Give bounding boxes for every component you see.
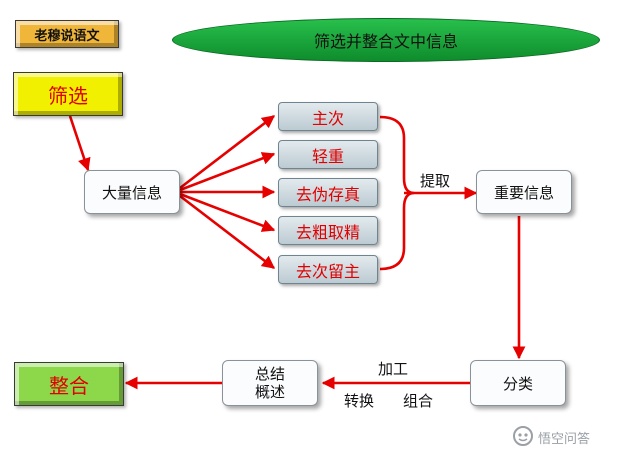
- method-box-4: 去粗取精: [278, 216, 378, 245]
- method-box-3: 去伪存真: [278, 178, 378, 207]
- transform-label: 转换: [344, 392, 375, 410]
- wukong-logo-icon: [513, 426, 533, 446]
- method-box-2: 轻重: [278, 140, 378, 169]
- arrow-filter-to-bulk: [68, 115, 91, 172]
- arrow-bulk-to-method-2: [179, 152, 276, 192]
- extract-label: 提取: [420, 172, 451, 190]
- arrow-bulk-to-method-5: [179, 194, 276, 270]
- method-label-5: 去次留主: [295, 261, 360, 281]
- bulk-info-box: 大量信息: [84, 170, 180, 214]
- combine-label: 组合: [403, 392, 434, 410]
- title-ellipse: 筛选并整合文中信息: [172, 18, 600, 62]
- summary-box: 总结 概述: [222, 360, 318, 406]
- bulk-info-label: 大量信息: [101, 183, 162, 202]
- process-label: 加工: [378, 360, 409, 378]
- arrow-bulk-to-method-1: [179, 114, 276, 190]
- author-badge: 老穆说语文: [15, 20, 119, 48]
- key-info-label: 重要信息: [493, 183, 554, 202]
- classify-label: 分类: [502, 374, 533, 393]
- summary-line-1: 总结: [254, 365, 285, 383]
- key-info-box: 重要信息: [476, 170, 572, 214]
- classify-box: 分类: [470, 360, 566, 406]
- method-label-4: 去粗取精: [295, 222, 360, 242]
- method-box-5: 去次留主: [278, 255, 378, 284]
- method-box-1: 主次: [278, 102, 378, 131]
- integrate-label: 整合: [49, 373, 89, 398]
- arrow-bulk-to-method-4: [179, 192, 276, 232]
- summary-line-2: 概述: [254, 383, 285, 401]
- author-badge-label: 老穆说语文: [34, 28, 100, 44]
- watermark-text: 悟空问答: [538, 432, 591, 447]
- method-label-3: 去伪存真: [295, 184, 360, 204]
- integrate-box: 整合: [14, 362, 124, 406]
- filter-label: 筛选: [48, 83, 88, 108]
- method-label-1: 主次: [311, 108, 344, 128]
- filter-box: 筛选: [13, 72, 123, 116]
- method-label-2: 轻重: [311, 146, 344, 166]
- page-title: 筛选并整合文中信息: [313, 32, 458, 51]
